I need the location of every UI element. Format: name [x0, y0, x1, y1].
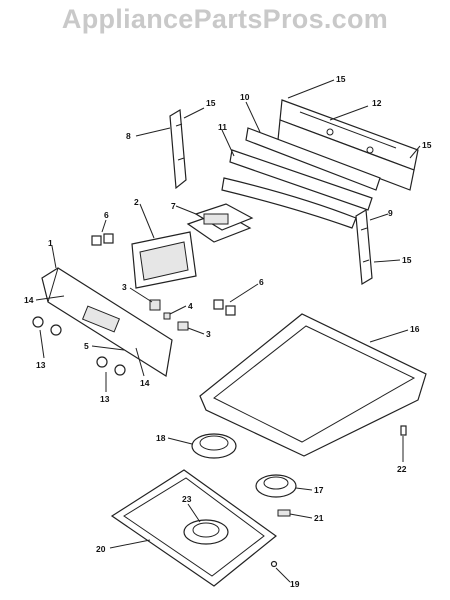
- knobs-6-right: [213, 299, 236, 316]
- switch-3a: [149, 299, 161, 311]
- side-bracket-8: [169, 108, 187, 190]
- label-23: 23: [182, 494, 192, 504]
- clock-board-7: [186, 203, 254, 243]
- backguard-11: [229, 149, 373, 211]
- label-14-left: 14: [24, 295, 34, 305]
- label-21: 21: [314, 513, 324, 523]
- switch-4: [163, 312, 171, 320]
- label-10: 10: [240, 92, 250, 102]
- label-3-upper: 3: [122, 282, 127, 292]
- knobs-13: [32, 316, 126, 376]
- label-2: 2: [134, 197, 139, 207]
- label-6-left: 6: [104, 210, 109, 220]
- label-15-top: 15: [336, 74, 346, 84]
- label-6-right: 6: [259, 277, 264, 287]
- label-13-right: 13: [100, 394, 110, 404]
- watermark: AppliancePartsPros.com: [61, 4, 389, 34]
- label-1: 1: [48, 238, 53, 248]
- side-bracket-9: [355, 208, 373, 286]
- label-11: 11: [218, 122, 227, 132]
- label-15-right: 15: [422, 140, 432, 150]
- label-5: 5: [84, 341, 89, 351]
- vent-trim-10: [245, 127, 381, 191]
- label-4: 4: [188, 301, 193, 311]
- label-3-lower: 3: [206, 329, 211, 339]
- screw-19: [270, 560, 278, 568]
- receptacle-21: [277, 509, 291, 517]
- drip-bowl-18: [191, 433, 237, 459]
- part-labels: 15 10 12 11 15 8 15 9 15 7 2 6 1 6 3 4 3…: [24, 74, 432, 589]
- label-15-lower: 15: [402, 255, 412, 265]
- label-12: 12: [372, 98, 382, 108]
- label-15-left: 15: [206, 98, 216, 108]
- label-9: 9: [388, 208, 393, 218]
- switch-3b: [177, 321, 189, 331]
- knobs-6-left: [91, 233, 114, 246]
- label-19: 19: [290, 579, 300, 589]
- label-18: 18: [156, 433, 166, 443]
- bottom-pan-20: [110, 469, 277, 587]
- cooktop-16: [199, 313, 427, 457]
- label-14-right: 14: [140, 378, 150, 388]
- clip-22: [400, 425, 407, 436]
- drip-bowl-17: [255, 474, 297, 498]
- label-8: 8: [126, 131, 131, 141]
- label-7: 7: [171, 201, 176, 211]
- label-16: 16: [410, 324, 420, 334]
- rear-panel-12: [277, 99, 419, 191]
- label-20: 20: [96, 544, 106, 554]
- bezel-2: [131, 231, 197, 289]
- label-13-left: 13: [36, 360, 46, 370]
- label-22: 22: [397, 464, 407, 474]
- handle-trim: [221, 177, 357, 229]
- leader-lines: [35, 79, 421, 583]
- label-17: 17: [314, 485, 324, 495]
